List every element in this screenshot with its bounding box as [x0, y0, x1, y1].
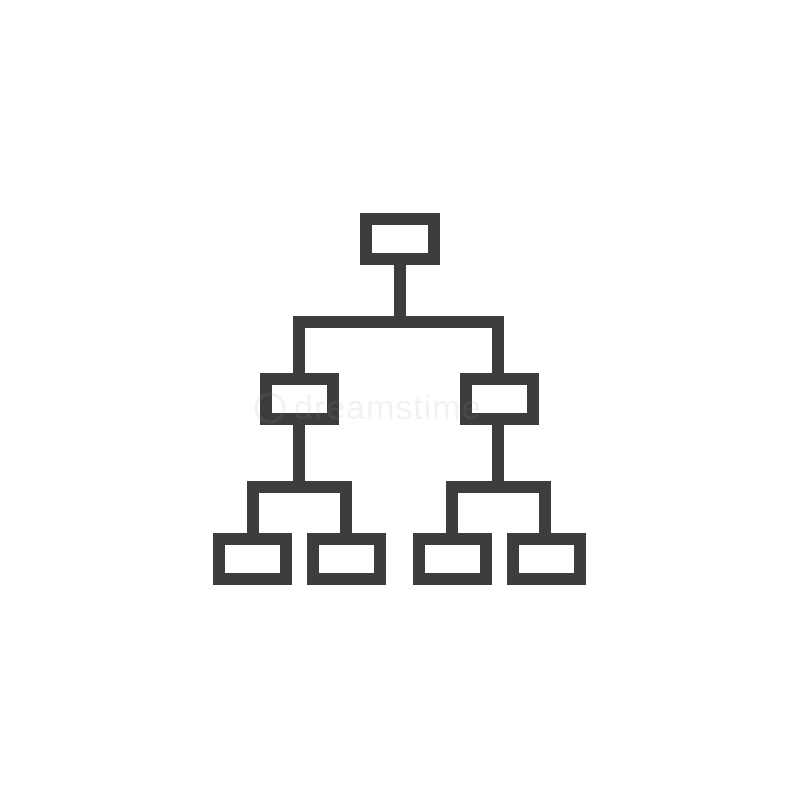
- leaf-node-2: [307, 533, 386, 585]
- connector-lines: [247, 264, 551, 534]
- right-level-2-bracket: [446, 481, 551, 534]
- level-1-right-node: [460, 373, 539, 425]
- root-node: [360, 213, 440, 265]
- level-1-left-node: [260, 373, 339, 425]
- watermark-text: dreamstime: [294, 389, 482, 427]
- watermark-logo-mark: [254, 392, 286, 424]
- leaf-node-4: [507, 533, 586, 585]
- leaf-node-1: [213, 533, 292, 585]
- level-1-bracket: [293, 316, 504, 374]
- hierarchy-nodes: [213, 213, 586, 585]
- leaf-node-3: [413, 533, 492, 585]
- left-level-2-bracket: [247, 481, 352, 534]
- dreamstime-watermark: dreamstime: [254, 389, 482, 427]
